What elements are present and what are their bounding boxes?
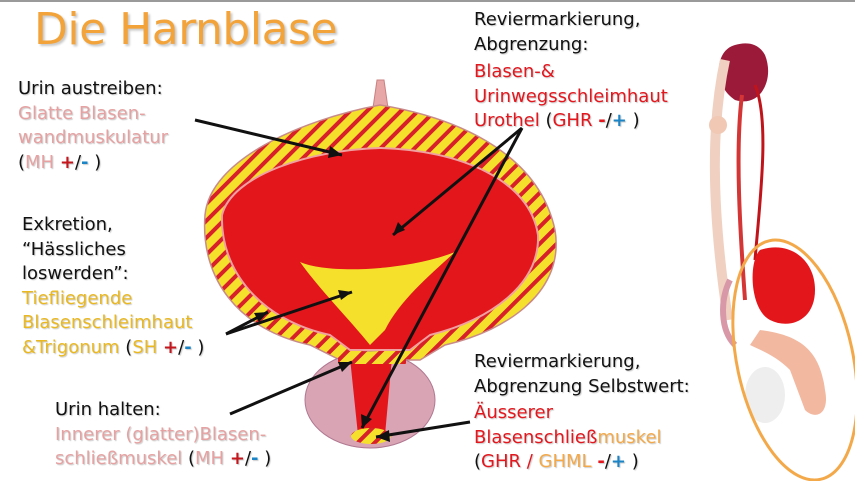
page-title: Die Harnblase xyxy=(34,4,338,55)
muscle-name: Innerer (glatter)Blasen- xyxy=(55,423,267,445)
heading: Exkretion, xyxy=(22,214,113,235)
tissue-name: Blasen-& xyxy=(474,61,555,82)
muscle-name-cont: Blasenschließmuskel xyxy=(474,426,690,451)
muscle-name: Glatte Blasen- xyxy=(18,102,146,124)
tissue-name-cont: Urinwegsschleimhaut xyxy=(474,85,668,107)
tissue-name-cont: Urothel xyxy=(474,110,540,131)
code-line: Urothel (GHR -/+ ) xyxy=(474,109,668,134)
paren: ) xyxy=(88,151,102,173)
code: MH xyxy=(25,151,55,173)
slash: / xyxy=(74,151,82,173)
minus-sign: - xyxy=(597,451,605,472)
label-exkretion: Exkretion, “Hässliches loswerden”: Tiefl… xyxy=(22,213,204,360)
plus-sign: + xyxy=(59,151,75,173)
slash: / xyxy=(244,448,252,469)
label-schliessmuskel: Reviermarkierung, Abgrenzung Selbstwert:… xyxy=(474,350,690,475)
inner-sphincter xyxy=(338,352,406,364)
paren: ( xyxy=(474,451,482,472)
paren: ( xyxy=(18,151,26,173)
heading-cont: loswerden”: xyxy=(22,263,129,284)
code-line: &Trigonum (SH +/- ) xyxy=(22,336,204,361)
separator: / xyxy=(521,451,539,472)
paren: ) xyxy=(191,336,205,358)
paren: ( xyxy=(182,448,196,469)
minus-sign: - xyxy=(598,110,606,131)
label-urothel: Reviermarkierung, Abgrenzung: Blasen-& U… xyxy=(474,8,668,134)
heading: Urin austreiben: xyxy=(18,78,163,99)
minus-sign: - xyxy=(81,151,89,173)
plus-sign: + xyxy=(611,110,627,131)
label-urin-austreiben: Urin austreiben: Glatte Blasen- wandmusk… xyxy=(18,77,168,175)
muscle-name-cont: schließmuskel xyxy=(55,448,183,469)
plus-sign: + xyxy=(163,336,179,358)
ureter-stub xyxy=(372,79,389,109)
anatomy-figure xyxy=(709,43,855,481)
paren: ( xyxy=(539,110,553,131)
heading: Reviermarkierung, xyxy=(474,9,641,30)
minus-sign: - xyxy=(251,448,259,469)
slash: / xyxy=(605,110,612,131)
tissue-name: Tiefliegende xyxy=(22,287,133,309)
muscle-name-part: muskel xyxy=(597,426,662,448)
trigonum xyxy=(300,252,455,345)
plus-sign: + xyxy=(610,451,626,472)
paren: ( xyxy=(119,336,133,358)
code: SH xyxy=(132,336,158,358)
code: GHML xyxy=(538,451,592,472)
heading-cont: Abgrenzung: xyxy=(474,33,589,55)
tissue-name-cont: &Trigonum xyxy=(22,336,120,358)
heading-cont: Abgrenzung Selbstwert: xyxy=(474,375,690,397)
muscle-name-part: Blasenschließ xyxy=(474,426,598,448)
code-line: (MH +/- ) xyxy=(18,151,168,176)
slash: / xyxy=(178,336,185,358)
outer-sphincter xyxy=(351,428,391,444)
heading-cont: “Hässliches xyxy=(22,238,126,260)
paren: ) xyxy=(258,448,272,469)
code: GHR xyxy=(552,110,593,131)
paren: ) xyxy=(625,451,639,472)
code-line: schließmuskel (MH +/- ) xyxy=(55,447,271,472)
top-border xyxy=(0,0,855,2)
heading: Urin halten: xyxy=(55,399,161,420)
code-line: (GHR / GHML -/+ ) xyxy=(474,450,690,475)
label-urin-halten: Urin halten: Innerer (glatter)Blasen- sc… xyxy=(55,398,271,472)
muscle-name-cont: wandmuskulatur xyxy=(18,127,169,148)
code: MH xyxy=(195,448,225,469)
code: GHR xyxy=(481,451,522,472)
minus-sign: - xyxy=(184,336,192,358)
tissue-name-cont: Blasenschleimhaut xyxy=(22,312,193,333)
muscle-name: Äusserer xyxy=(474,402,554,423)
paren: ) xyxy=(626,110,640,131)
heading: Reviermarkierung, xyxy=(474,351,641,372)
pointer-arrows xyxy=(194,118,524,439)
urethra xyxy=(350,358,392,435)
plus-sign: + xyxy=(229,448,245,469)
slash: / xyxy=(604,451,611,472)
